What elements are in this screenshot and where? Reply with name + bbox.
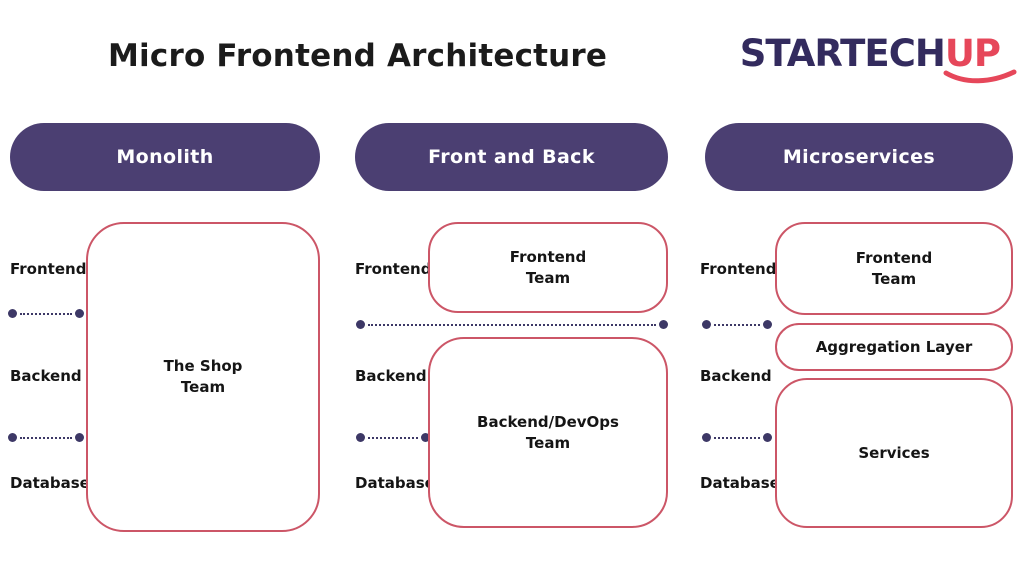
- connector-dotted-line: [702, 320, 772, 329]
- connector-dot-left: [702, 433, 711, 442]
- column-header-front-and-back: Front and Back: [355, 123, 668, 191]
- connector-dot-right: [659, 320, 668, 329]
- box-label-line: Team: [525, 433, 571, 452]
- column-header-monolith: Monolith: [10, 123, 320, 191]
- box-frontend-team: Frontend Team: [428, 222, 668, 313]
- row-label-backend: Backend: [700, 367, 772, 385]
- connector-dot-left: [702, 320, 711, 329]
- row-label-backend: Backend: [10, 367, 82, 385]
- row-label-frontend: Frontend: [10, 260, 87, 278]
- connector-dot-left: [356, 320, 365, 329]
- connector-dot-left: [8, 309, 17, 318]
- logo-swoosh-icon: [943, 69, 1017, 84]
- connector-dotted-line: [8, 433, 84, 442]
- box-label-line: Team: [871, 269, 917, 288]
- connector-line: [714, 436, 760, 439]
- row-label-database: Database: [355, 474, 435, 492]
- box-label-line: Team: [180, 378, 226, 396]
- connector-dot-right: [421, 433, 430, 442]
- connector-dotted-line: [8, 309, 84, 318]
- connector-dot-right: [75, 433, 84, 442]
- box-the-shop-team: The Shop Team: [86, 222, 320, 532]
- connector-line: [20, 436, 72, 439]
- connector-line: [714, 323, 760, 326]
- logo-text-accent: UP: [943, 32, 1017, 84]
- diagram-title: Micro Frontend Architecture: [108, 38, 608, 74]
- row-label-frontend: Frontend: [355, 260, 432, 278]
- connector-line: [20, 312, 72, 315]
- connector-dot-left: [8, 433, 17, 442]
- row-label-database: Database: [700, 474, 780, 492]
- connector-dot-right: [763, 320, 772, 329]
- startechup-logo: STARTECHUP: [739, 32, 1017, 84]
- box-backend-devops-team: Backend/DevOps Team: [428, 337, 668, 528]
- connector-dotted-line: [356, 320, 668, 329]
- column-header-microservices: Microservices: [705, 123, 1013, 191]
- row-label-frontend: Frontend: [700, 260, 777, 278]
- box-aggregation-layer: Aggregation Layer: [775, 323, 1013, 371]
- logo-accent-letters: UP: [944, 32, 1001, 75]
- connector-dotted-line: [702, 433, 772, 442]
- connector-line: [368, 436, 418, 439]
- connector-dot-right: [75, 309, 84, 318]
- box-label-line: Services: [858, 443, 930, 462]
- box-label-line: Backend/DevOps: [477, 412, 619, 431]
- connector-dot-right: [763, 433, 772, 442]
- row-label-database: Database: [10, 474, 90, 492]
- row-label-backend: Backend: [355, 367, 427, 385]
- connector-dot-left: [356, 433, 365, 442]
- box-label-line: The Shop: [163, 357, 243, 375]
- box-services: Services: [775, 378, 1013, 528]
- box-label-line: Team: [525, 268, 571, 287]
- connector-line: [368, 323, 656, 326]
- box-label-line: Frontend: [509, 247, 587, 266]
- logo-text-primary: STARTECH: [739, 32, 946, 75]
- box-label-line: Frontend: [855, 248, 933, 267]
- box-frontend-team: Frontend Team: [775, 222, 1013, 315]
- box-label-line: Aggregation Layer: [815, 337, 973, 356]
- connector-dotted-line: [356, 433, 430, 442]
